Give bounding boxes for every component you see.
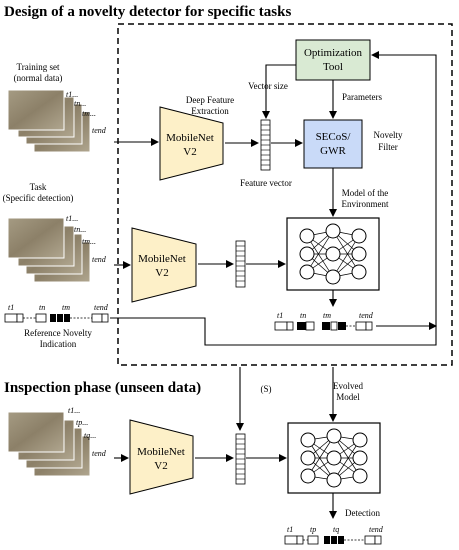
inspection-frame-tq: tq... [84, 431, 96, 440]
svg-text:tn: tn [300, 311, 306, 320]
deep-feature-label-2: Extraction [191, 106, 229, 116]
svg-text:GWR: GWR [320, 145, 346, 157]
inspection-frame-tp: tp... [76, 418, 88, 427]
reference-timeline: t1 tn tm tend [4, 303, 109, 323]
svg-text:SECoS/: SECoS/ [316, 131, 352, 143]
model-env-label-2: Environment [342, 199, 389, 209]
svg-text:tp: tp [310, 525, 316, 534]
training-frame-tm: tm... [82, 109, 96, 118]
optimization-tool-box [295, 39, 371, 81]
inspection-frame-t1: t1... [68, 406, 80, 415]
evolved-model-label-2: Model [336, 392, 360, 402]
svg-text:tn: tn [39, 303, 45, 312]
novelty-filter-label-2: Filter [378, 142, 398, 152]
svg-text:MobileNet: MobileNet [137, 446, 185, 458]
optimization-label-1: Optimization [304, 47, 363, 59]
inspection-title: Inspection phase (unseen data) [4, 380, 201, 396]
svg-text:t1: t1 [277, 311, 283, 320]
mobilenet-inspection [129, 419, 194, 495]
task-frame-tend: tend [92, 255, 107, 264]
svg-text:tend: tend [359, 311, 374, 320]
training-frame-tn: tn... [74, 99, 86, 108]
detection-label: Detection [345, 508, 380, 518]
svg-text:MobileNet: MobileNet [138, 253, 186, 265]
svg-text:V2: V2 [154, 460, 167, 472]
task-frame-t1: t1... [66, 214, 78, 223]
training-frame-tend: tend [92, 126, 107, 135]
svg-text:tm: tm [323, 311, 331, 320]
svg-text:V2: V2 [183, 146, 196, 158]
deep-feature-label-1: Deep Feature [186, 95, 234, 105]
task-image-stack [7, 217, 91, 283]
model-env-label-1: Model of the [342, 188, 389, 198]
vector-size-label: Vector size [248, 81, 288, 91]
mobilenet-task [131, 227, 197, 303]
task-label-2: (Specific detection) [3, 193, 74, 203]
evolved-model-network [287, 422, 381, 494]
feature-vector-top [260, 119, 271, 171]
training-frame-t1: t1... [66, 90, 78, 99]
task-frame-tn: tn... [74, 225, 86, 234]
s-label: (S) [261, 384, 272, 394]
inspection-frame-tend: tend [92, 449, 107, 458]
evolved-model-label-1: Evolved [333, 381, 363, 391]
svg-text:tend: tend [369, 525, 384, 534]
svg-text:MobileNet: MobileNet [166, 132, 214, 144]
environment-model-network [286, 217, 380, 291]
design-title: Design of a novelty detector for specifi… [4, 4, 291, 20]
svg-text:tend: tend [94, 303, 109, 312]
connectors [110, 51, 437, 519]
detection-output-timeline: t1 tp tq tend [284, 525, 384, 545]
feature-vector-task [235, 240, 246, 288]
svg-text:tm: tm [62, 303, 70, 312]
novelty-filter-label-1: Novelty [374, 130, 403, 140]
secos-gwr-box [303, 119, 363, 169]
feature-vector-inspection [235, 433, 246, 485]
task-frame-tm: tm... [82, 237, 96, 246]
training-label-2: (normal data) [14, 73, 63, 83]
task-label-1: Task [30, 182, 47, 192]
svg-text:t1: t1 [8, 303, 14, 312]
reference-label-2: Indication [40, 339, 77, 349]
optimization-label-2: Tool [323, 61, 343, 73]
reference-label-1: Reference Novelty [24, 328, 92, 338]
training-label-1: Training set [17, 62, 60, 72]
mobilenet-design [159, 106, 224, 181]
svg-text:V2: V2 [155, 267, 168, 279]
parameters-label: Parameters [342, 92, 382, 102]
feature-vector-label: Feature vector [240, 178, 292, 188]
novelty-output-timeline: t1 tn tm tend [274, 311, 374, 331]
inspection-image-stack [7, 411, 91, 477]
svg-text:tq: tq [333, 525, 339, 534]
svg-text:t1: t1 [287, 525, 293, 534]
training-image-stack [7, 89, 91, 153]
design-region [117, 23, 453, 366]
